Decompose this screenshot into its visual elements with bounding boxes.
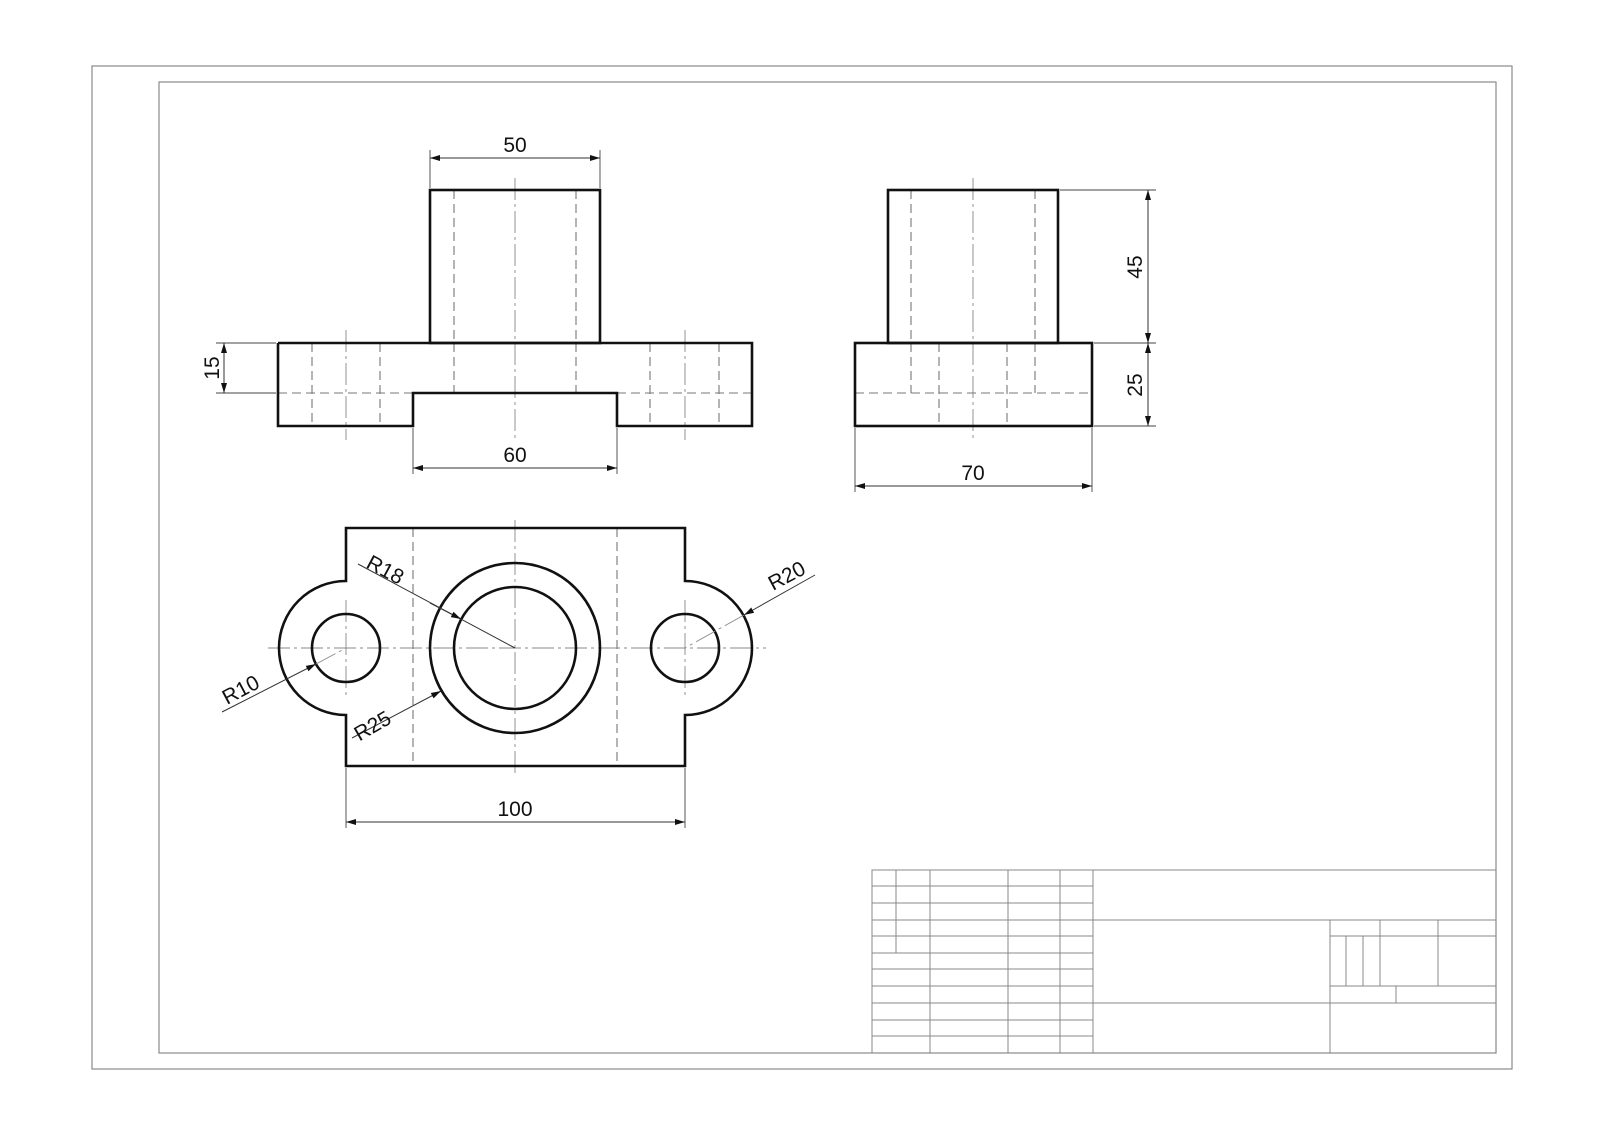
dim-base-height: 15 — [201, 356, 224, 379]
top-view: R18 R25 R10 R20 100 — [219, 520, 816, 828]
side-view: 45 25 70 — [853, 178, 1156, 492]
dim-base-height-side: 25 — [1124, 373, 1147, 396]
side-view-base — [853, 341, 1094, 428]
dim-r20: R20 — [765, 557, 810, 595]
sheet-border — [91, 65, 1513, 1070]
dim-r18: R18 — [363, 551, 408, 589]
dim-r25: R25 — [350, 707, 395, 746]
bore-circle — [452, 585, 578, 711]
dim-boss-height: 45 — [1124, 255, 1147, 278]
front-view-outline — [276, 341, 754, 428]
dim-side-width: 70 — [961, 462, 984, 485]
right-hole — [649, 612, 721, 684]
dim-r10: R10 — [219, 671, 264, 709]
top-view-outline — [277, 526, 754, 768]
boss-outer-circle — [428, 561, 602, 735]
front-view-boss — [428, 188, 602, 345]
dim-top-width: 50 — [503, 134, 526, 157]
front-view: 50 15 60 — [201, 134, 754, 474]
drawing-frame — [158, 81, 1497, 1054]
title-block — [871, 869, 1497, 1054]
dim-slot-width: 60 — [503, 444, 526, 467]
left-hole — [310, 612, 382, 684]
dim-overall-length: 100 — [497, 798, 532, 821]
